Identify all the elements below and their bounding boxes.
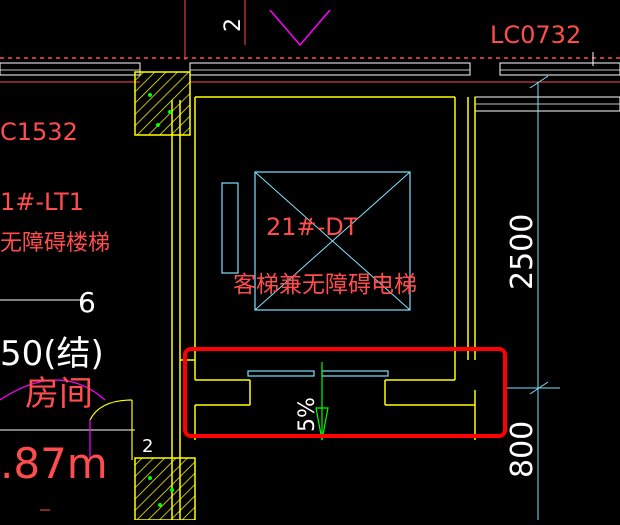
door-swing <box>0 379 133 460</box>
fragment-50-label: 50(结) <box>0 334 104 374</box>
left-lines <box>0 0 186 511</box>
dimension-800: 800 <box>505 421 540 478</box>
window-label-c1532: C1532 <box>0 118 78 146</box>
stair-desc-label: 无障碍楼梯 <box>0 231 110 256</box>
area-fragment-label: .87m <box>0 439 108 488</box>
room-name-label: 房间 <box>25 374 93 414</box>
number-6-label: 6 <box>78 286 96 319</box>
elevator-desc-label: 客梯兼无障碍电梯 <box>233 272 417 298</box>
column-bottom-left <box>134 457 196 521</box>
elevator-shaft-walls <box>171 96 476 520</box>
dimension-2500: 2500 <box>505 214 540 290</box>
slope-arrow <box>315 362 329 441</box>
stair-code-label: 1#-LT1 <box>0 188 84 216</box>
elevator-code-label: 21#-DT <box>266 213 359 241</box>
elevator-cab <box>254 171 411 311</box>
column-top-left <box>134 71 191 136</box>
window-sill-top <box>0 57 620 83</box>
window-label-lc0732: LC0732 <box>490 21 581 49</box>
corner-2-label: 2 <box>142 436 153 457</box>
top-triangle-marker <box>244 0 331 47</box>
highlight-box <box>183 347 507 438</box>
dimension-lines <box>505 75 560 520</box>
top-fragment-label: 2 <box>221 18 246 32</box>
slope-label: 5% <box>295 397 320 432</box>
counterweight <box>221 182 239 274</box>
